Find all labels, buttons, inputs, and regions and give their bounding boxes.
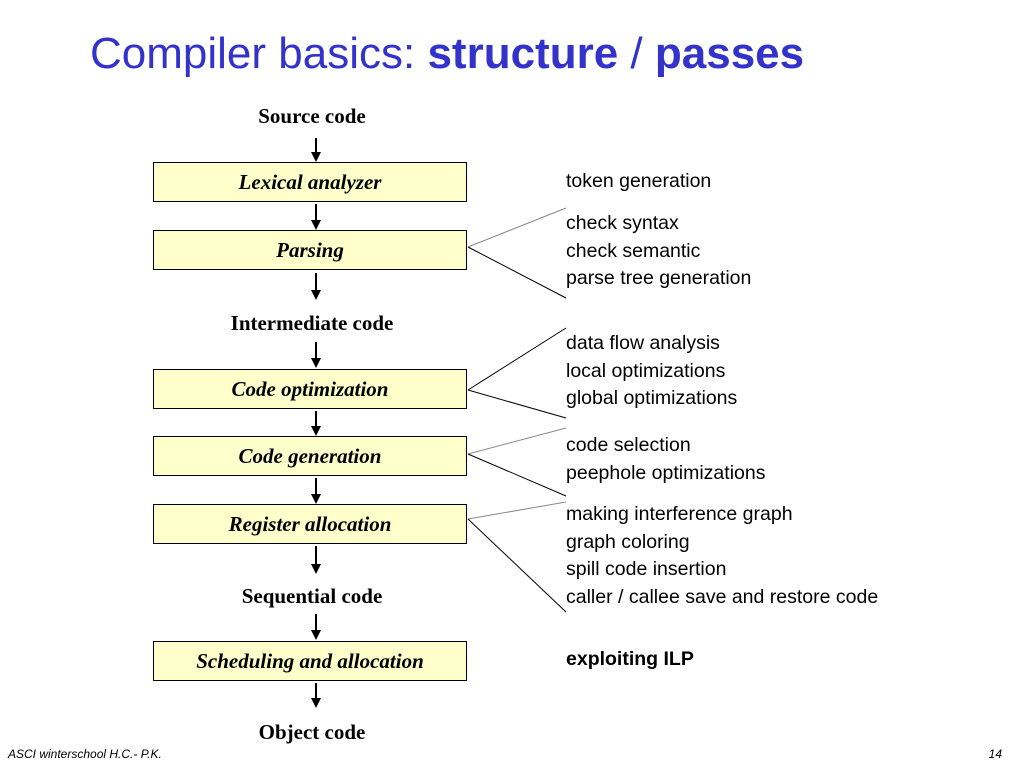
desc-line: spill code insertion <box>566 558 727 580</box>
footer-credit: ASCI winterschool H.C.- P.K. <box>8 747 162 761</box>
pass-box-code-optimization: Code optimization <box>153 369 467 409</box>
desc-line: caller / callee save and restore code <box>566 585 879 608</box>
stage-sequential-code: Sequential code <box>241 584 383 608</box>
desc-register-allocation: making interference graph graph coloring… <box>566 501 878 611</box>
title-prefix: Compiler basics: <box>90 29 416 78</box>
desc-line: check semantic <box>566 239 701 262</box>
pass-box-register-allocation: Register allocation <box>153 504 467 544</box>
pass-label: Scheduling and allocation <box>196 648 424 673</box>
connector-optimization-bottom <box>467 389 567 419</box>
pass-box-code-generation: Code generation <box>153 436 467 476</box>
desc-line: local optimizations <box>566 359 726 382</box>
pass-box-lexical-analyzer: Lexical analyzer <box>153 162 467 202</box>
pass-box-scheduling-allocation: Scheduling and allocation <box>153 641 467 681</box>
desc-line: data flow analysis <box>566 332 720 354</box>
stage-source-code: Source code <box>258 104 366 128</box>
desc-line: token generation <box>566 170 712 192</box>
desc-code-optimization: data flow analysis local optimizations g… <box>566 330 737 413</box>
pass-label: Lexical analyzer <box>238 169 382 194</box>
connector-optimization-top <box>467 327 567 391</box>
pass-label: Parsing <box>276 237 344 262</box>
connector-regalloc-bottom <box>467 518 567 613</box>
pass-label: Code optimization <box>231 376 389 401</box>
desc-line: exploiting ILP <box>566 648 694 670</box>
desc-line: making interference graph <box>566 503 793 525</box>
desc-line: graph coloring <box>566 530 690 553</box>
slide-title: Compiler basics: structure / passes <box>90 28 804 80</box>
pass-label: Register allocation <box>228 511 392 536</box>
stage-object-code: Object code <box>258 720 366 744</box>
desc-lexical-analyzer: token generation <box>566 168 711 196</box>
desc-scheduling-allocation: exploiting ILP <box>566 646 694 674</box>
desc-parsing: check syntax check semantic parse tree g… <box>566 210 751 293</box>
desc-line: parse tree generation <box>566 267 752 289</box>
connector-generation-top <box>467 427 567 455</box>
title-separator: / <box>630 29 643 78</box>
desc-line: peephole optimizations <box>566 461 766 484</box>
connector-parsing-bottom <box>467 246 567 299</box>
page-number: 14 <box>988 747 1002 761</box>
pass-label: Code generation <box>238 443 382 468</box>
title-passes: passes <box>654 29 805 78</box>
pass-box-parsing: Parsing <box>153 230 467 270</box>
connector-parsing-top <box>467 207 567 248</box>
stage-intermediate-code: Intermediate code <box>230 311 394 335</box>
desc-line: check syntax <box>566 212 679 234</box>
desc-line: code selection <box>566 434 691 456</box>
desc-line: global optimizations <box>566 387 738 409</box>
title-structure: structure <box>427 29 619 78</box>
desc-code-generation: code selection peephole optimizations <box>566 432 765 487</box>
connector-generation-bottom <box>467 453 567 497</box>
connector-regalloc-top <box>467 501 567 520</box>
